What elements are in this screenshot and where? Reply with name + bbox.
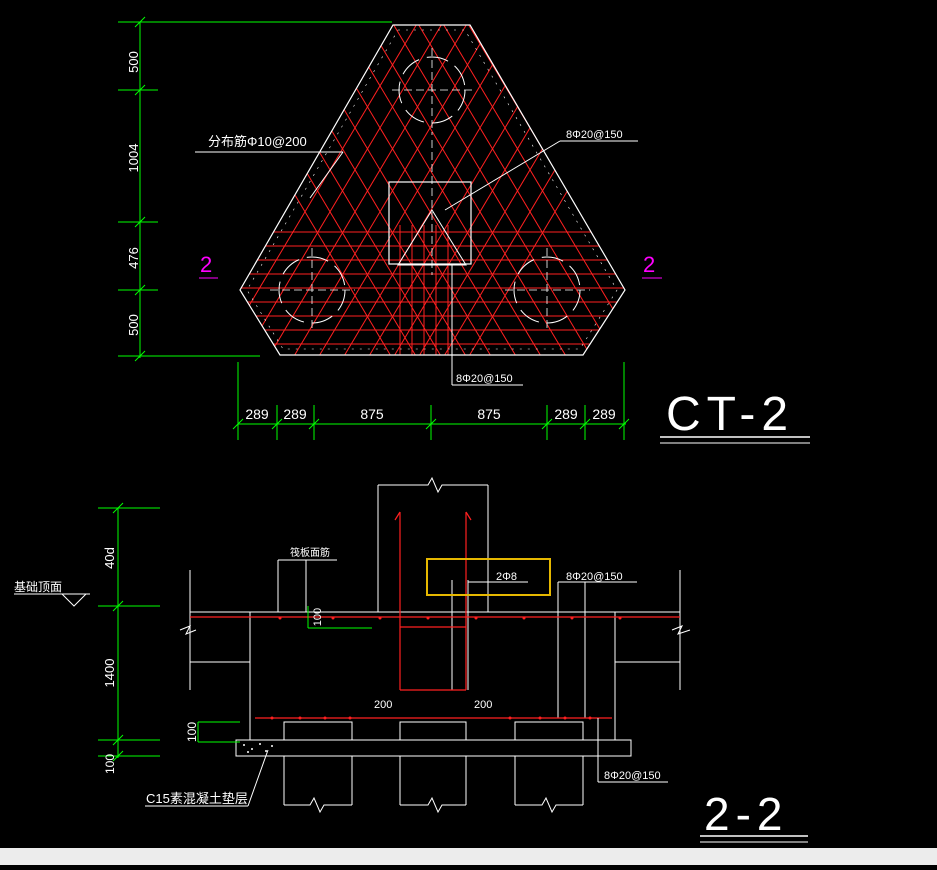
section-dim-v-1400: 1400	[102, 659, 117, 688]
section-dim-v-100a: 100	[185, 722, 199, 742]
label-foundation-top: 基础顶面	[14, 580, 62, 594]
label-bar-right-top: 8Φ20@150	[566, 571, 623, 583]
plan-dim-h-6: 289	[592, 406, 616, 422]
plan-dim-h-1: 289	[245, 406, 269, 422]
plan-dim-h-4: 875	[477, 406, 501, 422]
label-distribution-bar: 分布筋Φ10@200	[208, 134, 307, 149]
label-highlight-bar: 2Φ8	[496, 571, 517, 583]
label-200-right: 200	[474, 699, 492, 711]
cushion-hatch	[243, 743, 273, 753]
label-200-left: 200	[374, 699, 392, 711]
status-strip	[0, 848, 937, 865]
section-marker-right: 2	[643, 252, 655, 277]
plan-dim-v-476: 476	[126, 247, 141, 269]
plan-dim-h-5: 289	[554, 406, 578, 422]
leader-bar-top	[444, 140, 638, 211]
rebar-dots	[270, 616, 622, 720]
plan-title: CT-2	[666, 388, 794, 441]
plan-dim-h-2: 289	[283, 406, 307, 422]
section-view: 40d 1400 100 100 100 基础顶面 筏板面筋 2Φ8 8Φ20@…	[14, 476, 808, 843]
label-bar-top: 8Φ20@150	[566, 129, 623, 141]
plan-dim-horizontal	[232, 362, 630, 440]
label-cushion: C15素混凝土垫层	[146, 791, 248, 806]
section-title: 2-2	[704, 788, 788, 840]
highlight-box	[426, 558, 551, 596]
cap-outline	[239, 24, 626, 356]
pile-right	[505, 248, 590, 330]
cushion-layer	[235, 739, 632, 757]
leader-cushion	[145, 749, 269, 807]
plan-dim-v-1004: 1004	[126, 144, 141, 173]
section-dim-vertical	[98, 502, 372, 762]
leader-bar-bottom	[451, 265, 523, 386]
section-dim-v-100b: 100	[103, 754, 117, 774]
elevation-symbol	[14, 593, 90, 607]
label-bar-bottom-section: 8Φ20@150	[604, 770, 661, 782]
piles	[283, 721, 584, 814]
label-slab-top: 筏板面筋	[290, 546, 330, 559]
plan-dim-v-500a: 500	[126, 51, 141, 73]
rebar-mesh	[240, 25, 625, 355]
plan-view: 500 1004 476 500 289 289 875 875 289 289	[118, 16, 810, 444]
plan-dim-vertical	[118, 16, 392, 362]
plan-dim-v-500b: 500	[126, 314, 141, 336]
pile-left	[270, 248, 355, 330]
plan-dim-h-3: 875	[360, 406, 384, 422]
leader-distribution-bar	[195, 151, 344, 199]
pile-top	[392, 48, 472, 135]
slab-outline	[189, 476, 681, 740]
section-marker-left: 2	[200, 252, 212, 277]
break-marks	[179, 625, 691, 635]
label-cover: 100	[312, 608, 324, 626]
section-dim-v-40d: 40d	[102, 547, 117, 569]
column-outline	[388, 181, 472, 265]
leader-section-bottom	[597, 718, 668, 783]
label-bar-bottom: 8Φ20@150	[456, 373, 513, 385]
section-rebar	[190, 511, 680, 719]
